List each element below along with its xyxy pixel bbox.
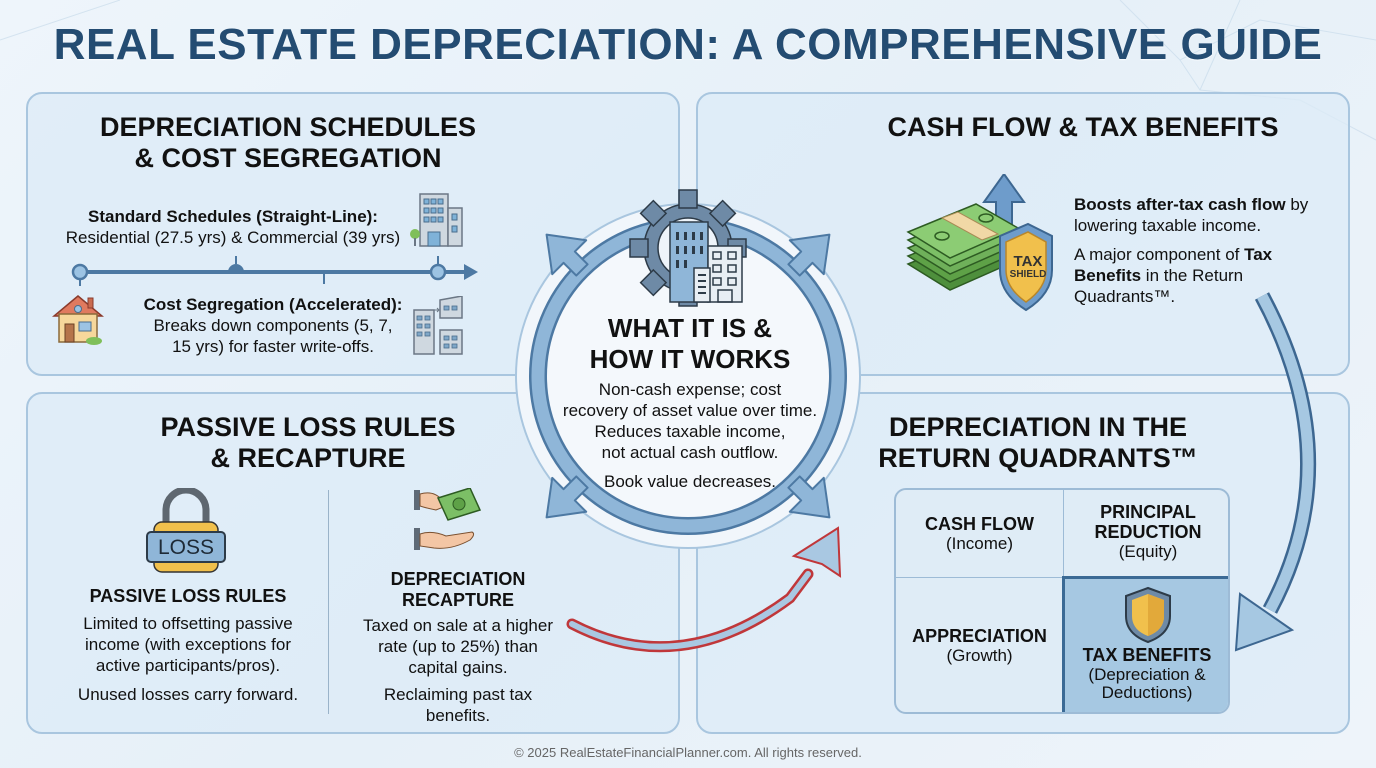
timeline-arrow-icon bbox=[71, 256, 478, 286]
center-body: Non-cash expense; cost recovery of asset… bbox=[545, 379, 835, 492]
money-exchange-hands-icon bbox=[414, 488, 482, 550]
recapture-heading: DEPRECIATION RECAPTURE bbox=[390, 569, 526, 610]
segmented-building-icon bbox=[413, 296, 463, 355]
money-tax-shield-icon bbox=[906, 174, 1053, 312]
passive-title: PASSIVE LOSS RULES & RECAPTURE bbox=[160, 412, 456, 473]
cash-flow-title: CASH FLOW & TAX BENEFITS bbox=[887, 112, 1279, 142]
center-what-it-is: WHAT IT IS & HOW IT WORKS Non-cash expen… bbox=[545, 313, 835, 492]
standard-schedules-heading: Standard Schedules (Straight-Line): bbox=[88, 207, 378, 226]
depreciation-schedules-panel: DEPRECIATION SCHEDULES & COST SEGREGATIO… bbox=[26, 92, 680, 376]
return-quadrants-grid: CASH FLOW (Income) PRINCIPAL REDUCTION (… bbox=[894, 488, 1230, 714]
standard-schedules-text: Residential (27.5 yrs) & Commercial (39 … bbox=[65, 228, 401, 247]
schedules-title-line1: DEPRECIATION SCHEDULES bbox=[99, 112, 477, 142]
quadrants-title: DEPRECIATION IN THE RETURN QUADRANTS™ bbox=[878, 412, 1198, 473]
quadrant-appreciation: APPRECIATION (Growth) bbox=[896, 578, 1064, 712]
quadrant-principal-reduction: PRINCIPAL REDUCTION (Equity) bbox=[1064, 490, 1228, 578]
shield-icon bbox=[1125, 586, 1171, 644]
tax-shield-label: TAX SHIELD bbox=[1009, 253, 1047, 280]
schedules-title: DEPRECIATION SCHEDULES & COST SEGREGATIO… bbox=[28, 112, 548, 174]
lock-icon bbox=[146, 488, 226, 573]
schedules-title-line2: & COST SEGREGATION bbox=[134, 143, 442, 173]
quadrant-cash-flow: CASH FLOW (Income) bbox=[896, 490, 1064, 578]
passive-loss-heading: PASSIVE LOSS RULES bbox=[89, 586, 287, 606]
center-title: WHAT IT IS & HOW IT WORKS bbox=[589, 313, 791, 374]
passive-loss-note: Unused losses carry forward. bbox=[77, 685, 299, 704]
lock-label: LOSS bbox=[157, 536, 215, 559]
tax-shield-icon bbox=[999, 222, 1053, 312]
office-building-icon bbox=[410, 193, 463, 247]
passive-loss-text: Limited to offsetting passive income (wi… bbox=[83, 614, 293, 675]
recapture-text: Taxed on sale at a higher rate (up to 25… bbox=[363, 616, 553, 677]
cash-flow-paragraph-2: A major component of Tax Benefits in the… bbox=[1074, 245, 1273, 306]
recapture-note: Reclaiming past tax benefits. bbox=[383, 685, 533, 725]
cost-segregation-text-line1: Breaks down components (5, 7, bbox=[153, 316, 393, 335]
center-note: Book value decreases. bbox=[604, 472, 776, 491]
cost-segregation-text-line2: 15 yrs) for faster write-offs. bbox=[172, 337, 374, 356]
copyright-footer: © 2025 RealEstateFinancialPlanner.com. A… bbox=[514, 745, 862, 760]
cash-flow-paragraph-1: Boosts after-tax cash flow by lowering t… bbox=[1074, 195, 1309, 235]
column-divider bbox=[328, 490, 329, 714]
house-icon bbox=[52, 295, 104, 345]
page-title: REAL ESTATE DEPRECIATION: A COMPREHENSIV… bbox=[53, 20, 1323, 69]
cost-segregation-heading: Cost Segregation (Accelerated): bbox=[143, 295, 403, 314]
